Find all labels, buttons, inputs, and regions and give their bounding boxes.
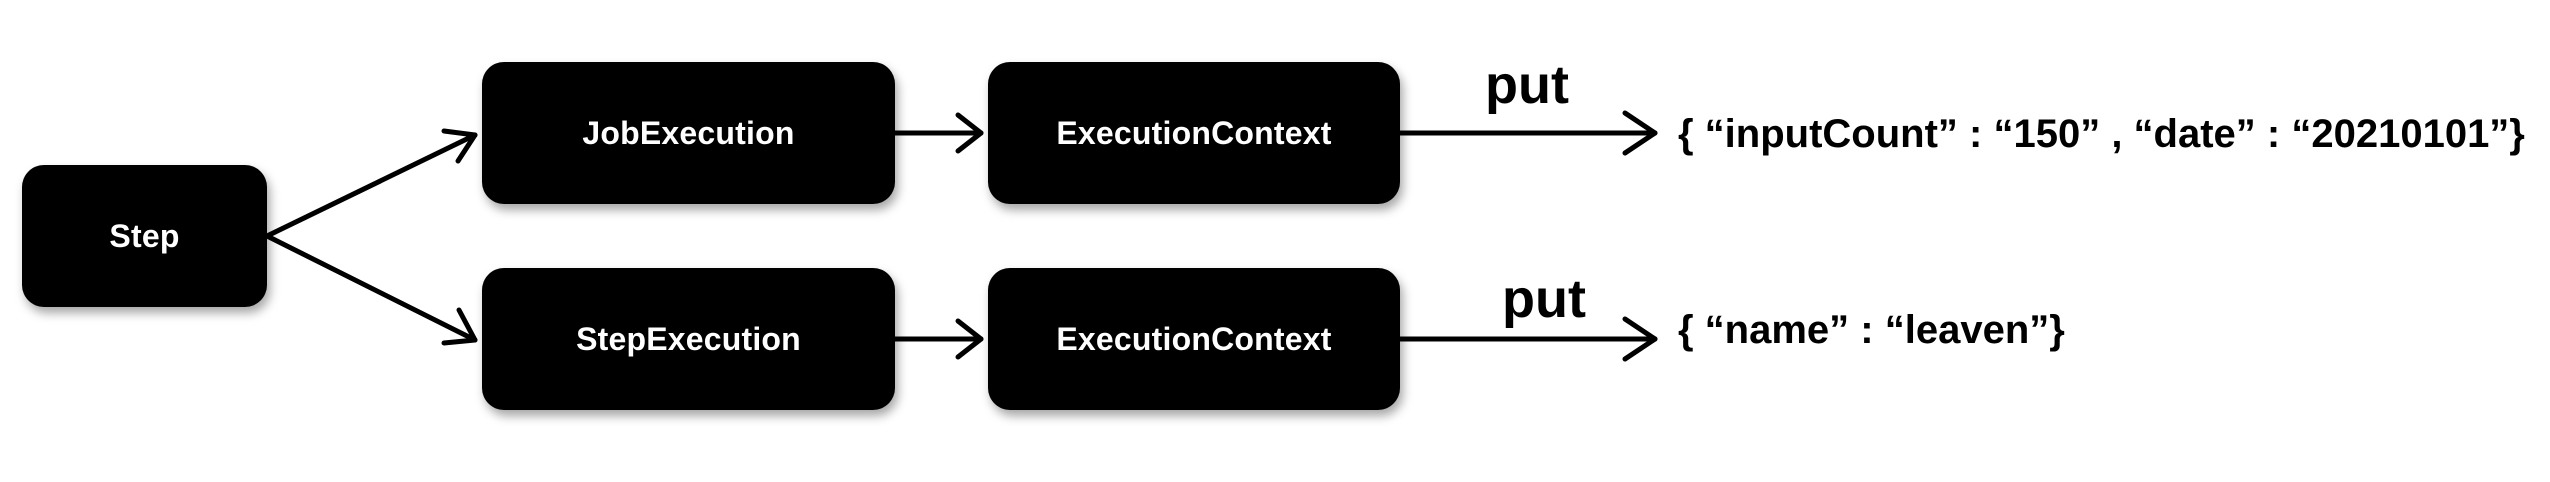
step-execution-node: StepExecution bbox=[482, 268, 895, 410]
step-context-values: { “name” : “leaven”} bbox=[1678, 308, 2065, 352]
step-node-label: Step bbox=[109, 217, 180, 254]
arrowhead-put-bottom bbox=[1622, 316, 1658, 362]
arrowhead-stepexecution-to-context bbox=[955, 318, 984, 360]
arrowhead-step-to-stepexecution bbox=[441, 307, 478, 346]
job-execution-node: JobExecution bbox=[482, 62, 895, 204]
step-execution-node-label: StepExecution bbox=[576, 320, 801, 357]
arrow-step-to-stepexecution bbox=[264, 233, 478, 343]
job-execution-node-label: JobExecution bbox=[582, 114, 795, 151]
put-label-step: put bbox=[1502, 269, 1586, 329]
arrowhead-put-top bbox=[1622, 110, 1658, 156]
execution-context-node-step-label: ExecutionContext bbox=[1056, 320, 1332, 357]
execution-context-node-step: ExecutionContext bbox=[988, 268, 1400, 410]
execution-context-node-job-label: ExecutionContext bbox=[1056, 114, 1332, 151]
arrowhead-jobexecution-to-context bbox=[955, 112, 984, 154]
put-label-job: put bbox=[1485, 55, 1569, 115]
arrowhead-step-to-jobexecution bbox=[441, 128, 478, 164]
job-context-values: { “inputCount” : “150” , “date” : “20210… bbox=[1678, 112, 2525, 156]
arrow-step-to-jobexecution bbox=[264, 132, 478, 239]
step-node: Step bbox=[22, 165, 267, 307]
execution-context-node-job: ExecutionContext bbox=[988, 62, 1400, 204]
